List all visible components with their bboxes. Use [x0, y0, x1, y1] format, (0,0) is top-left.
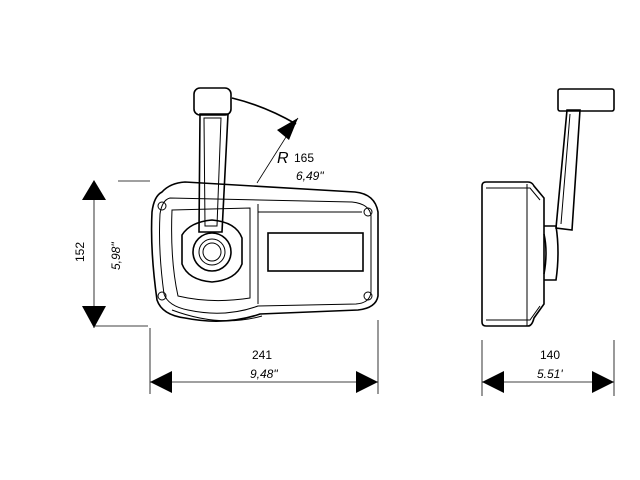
radius-mm: 165 — [294, 151, 314, 165]
depth-dimension: 140 5.51' — [481, 340, 615, 396]
lever-hub — [181, 219, 243, 283]
lever-handle — [193, 87, 232, 116]
radius-inch: 6,49" — [296, 169, 324, 183]
screw — [363, 207, 373, 217]
side-view — [481, 88, 615, 327]
side-lever — [555, 109, 581, 231]
side-lever-handle — [557, 88, 615, 112]
screw — [157, 201, 167, 211]
height-inch: 5,98" — [109, 242, 123, 270]
width-mm: 241 — [252, 348, 272, 362]
control-lever — [198, 113, 229, 233]
side-housing — [481, 181, 545, 327]
front-view — [150, 87, 379, 322]
width-dimension: 241 9,48" — [149, 320, 379, 394]
screw — [157, 291, 167, 301]
height-mm: 152 — [73, 242, 87, 262]
control-housing — [150, 181, 379, 322]
depth-inch: 5.51' — [537, 367, 563, 381]
depth-mm: 140 — [540, 348, 560, 362]
width-inch: 9,48" — [250, 367, 278, 381]
screw — [363, 291, 373, 301]
radius-symbol: R — [277, 150, 289, 167]
label-window — [267, 232, 364, 272]
height-dimension: 152 5,98" — [73, 180, 150, 328]
radius-dimension: R 165 6,49" — [231, 97, 324, 184]
